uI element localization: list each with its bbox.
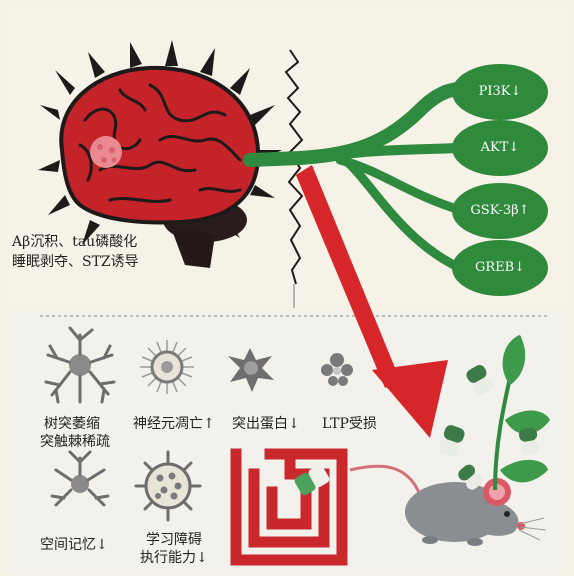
marker-label-pi3k: PI3K↓ xyxy=(458,84,542,99)
effect-label-spine: 突触棘稀疏 xyxy=(40,433,110,451)
effect-label-protein: 突出蛋白↓ xyxy=(232,415,300,433)
effect-label-dendrite: 树突萎缩 xyxy=(44,415,100,433)
effect-label-ltp: LTP受损 xyxy=(322,415,377,433)
marker-label-greb: GREB↓ xyxy=(458,260,542,275)
brain-caption-line1: Aβ沉积、tau磷酸化 xyxy=(12,233,137,251)
effect-label-spatial-memory: 空间记忆↓ xyxy=(40,536,108,554)
effect-label-apoptosis: 神经元凋亡↑ xyxy=(133,415,215,433)
effect-label-learning: 学习障碍 xyxy=(146,531,202,549)
brain-caption-line2: 睡眠剥夺、STZ诱导 xyxy=(12,253,139,271)
marker-label-akt: AKT↓ xyxy=(458,140,542,155)
neuron-apoptosis-icon xyxy=(140,340,194,394)
marker-label-gsk3b: GSK-3β↑ xyxy=(458,203,542,218)
effect-label-executive: 执行能力↓ xyxy=(140,549,208,567)
cell-vesicle-icon xyxy=(136,452,200,520)
